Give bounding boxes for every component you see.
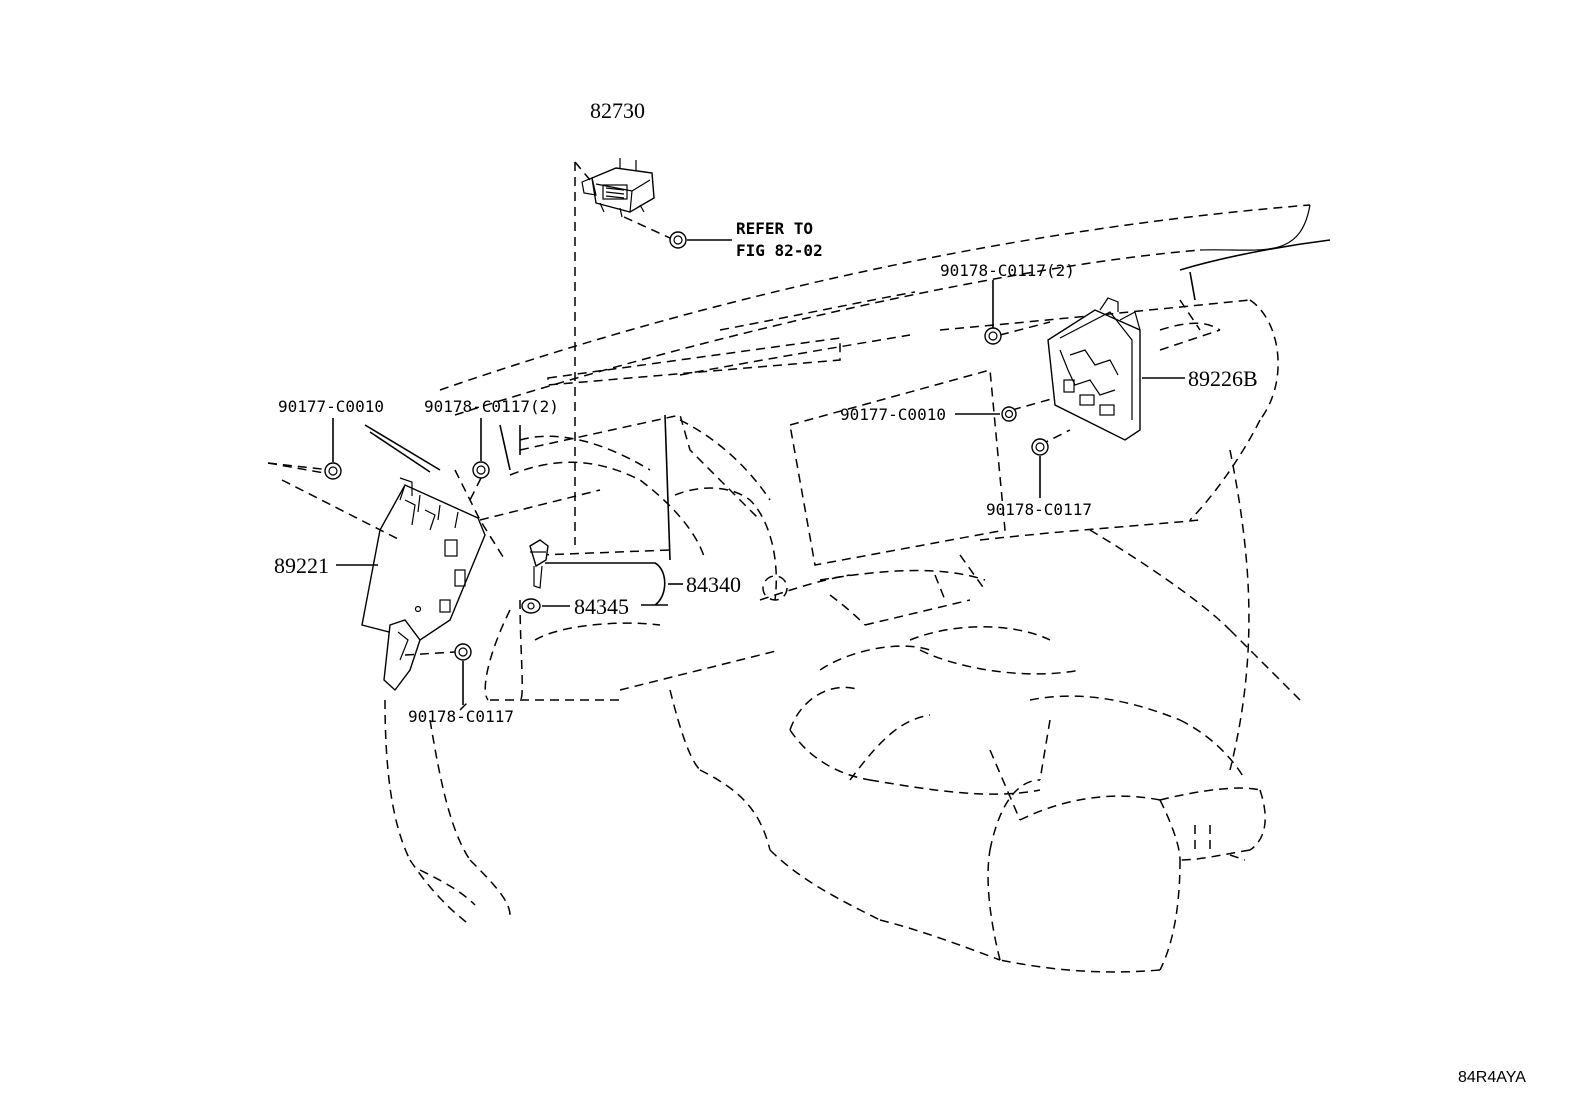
part-84345-clip	[521, 598, 541, 614]
label-90178-c0117-lower: 90178-C0117	[408, 707, 514, 726]
label-90178-c0117-2-left: 90178-C0117(2)	[424, 397, 559, 416]
label-89221: 89221	[274, 553, 329, 578]
label-84345: 84345	[574, 594, 629, 619]
part-82730-connector	[574, 158, 671, 545]
instrument-panel-outline	[364, 204, 1331, 973]
label-90178-c0117-2-right: 90178-C0117(2)	[940, 261, 1075, 280]
part-84340-switch	[529, 539, 549, 589]
fastener-89226B-mid	[955, 406, 1017, 422]
part-89226B-module	[999, 297, 1141, 446]
fastener-89221-upper2	[469, 418, 490, 501]
label-90177-c0010-left: 90177-C0010	[278, 397, 384, 416]
label-84340: 84340	[686, 572, 741, 597]
fastener-89226B-lower	[1031, 438, 1049, 498]
label-89226B: 89226B	[1188, 366, 1258, 391]
fastener-89226B-upper	[984, 280, 1002, 345]
figure-code: 84R4AYA	[1458, 1069, 1526, 1086]
clip-refer-fig	[669, 231, 732, 249]
refer-to-line1: REFER TO	[736, 219, 813, 238]
leader-84340-84345	[542, 562, 683, 607]
refer-to-line2: FIG 82-02	[736, 241, 823, 260]
label-90178-c0117-right: 90178-C0117	[986, 500, 1092, 519]
fastener-89221-upper	[324, 418, 342, 480]
label-90177-c0010-right: 90177-C0010	[840, 405, 946, 424]
label-82730: 82730	[590, 98, 645, 123]
part-89221-module	[267, 462, 486, 692]
fastener-89221-lower	[454, 643, 472, 705]
